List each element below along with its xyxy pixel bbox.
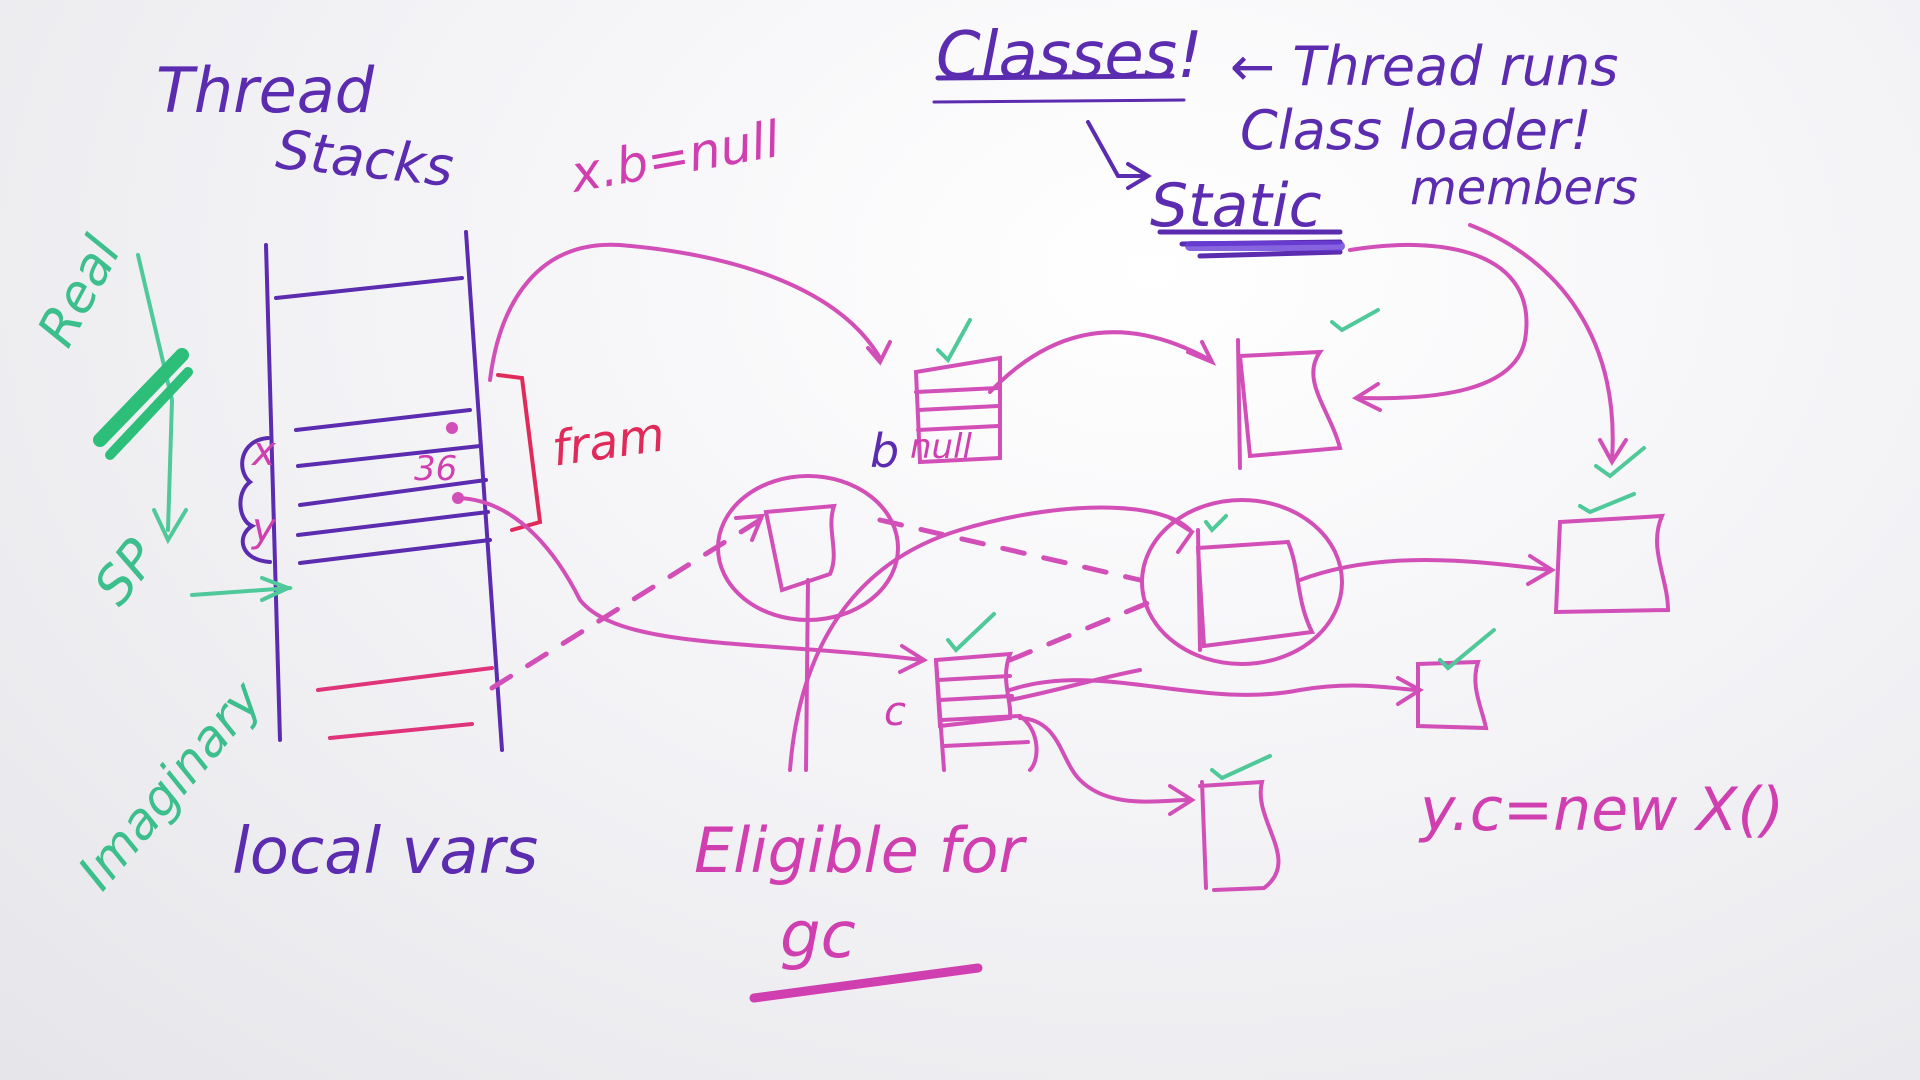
green-annotations	[93, 253, 294, 602]
gc-underline	[749, 963, 983, 1003]
eligible-for-label: Eligible for	[694, 814, 1024, 887]
static-label: Static	[1150, 171, 1322, 241]
b-label: b	[870, 424, 900, 478]
thread-stack	[238, 230, 504, 752]
object-right	[1553, 446, 1671, 615]
class-loader-label: Class loader!	[1240, 99, 1592, 162]
references	[446, 223, 1628, 816]
classes-label: Classes!	[936, 19, 1203, 93]
object-eligible	[716, 474, 900, 622]
object-middle	[1140, 498, 1344, 666]
value-36-label: 36	[414, 449, 458, 489]
object-small	[1416, 628, 1496, 731]
gc-label: gc	[780, 899, 856, 973]
y-var-label: y	[252, 505, 276, 551]
object-b	[913, 318, 1002, 465]
local-vars-label: local vars	[232, 815, 539, 889]
yc-new-label: y.c=new X()	[1420, 775, 1785, 845]
heap-objects	[716, 308, 1671, 892]
c-label: c	[884, 689, 906, 735]
classes-marks	[932, 73, 1345, 259]
thread-label: Thread	[156, 54, 375, 127]
object-top	[1236, 308, 1380, 470]
null-label: null	[910, 427, 972, 467]
frame-label: fram	[548, 406, 669, 478]
thread-runs-label: ← Thread runs	[1230, 35, 1619, 98]
object-c	[933, 612, 1039, 772]
x-var-label: x	[252, 429, 276, 475]
frame-bracket	[496, 373, 543, 532]
object-bottom	[1198, 754, 1281, 892]
members-label: members	[1410, 160, 1638, 216]
